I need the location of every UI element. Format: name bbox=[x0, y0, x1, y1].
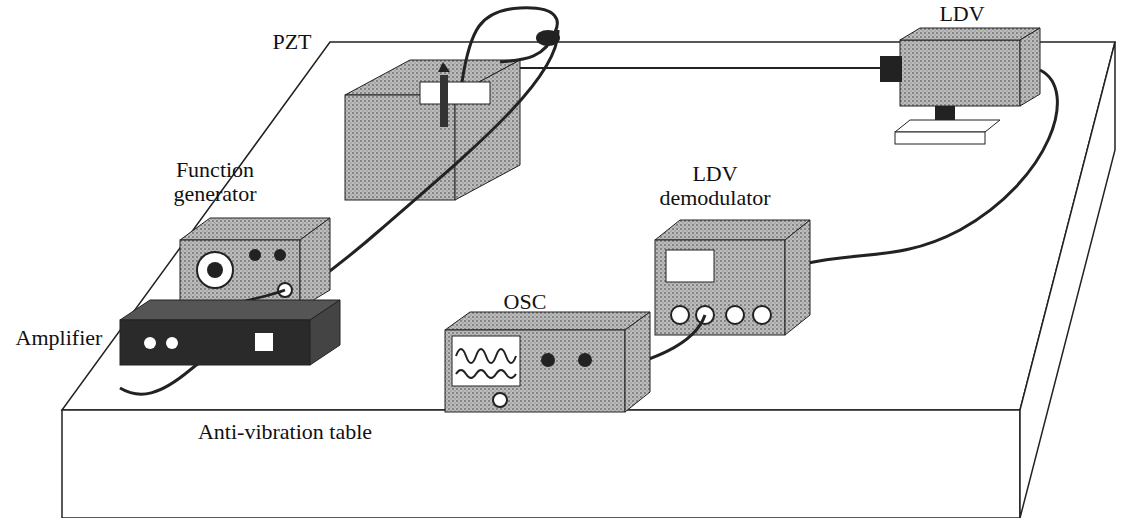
part-label: Function generator bbox=[160, 158, 270, 206]
part-label: Amplifier bbox=[4, 326, 114, 350]
part-label: LDV demodulator bbox=[640, 162, 790, 210]
part-label: OSC bbox=[495, 290, 555, 314]
part-label: LDV bbox=[932, 2, 992, 26]
part-label: PZT bbox=[262, 30, 322, 54]
table-label: Anti-vibration table bbox=[170, 420, 400, 444]
